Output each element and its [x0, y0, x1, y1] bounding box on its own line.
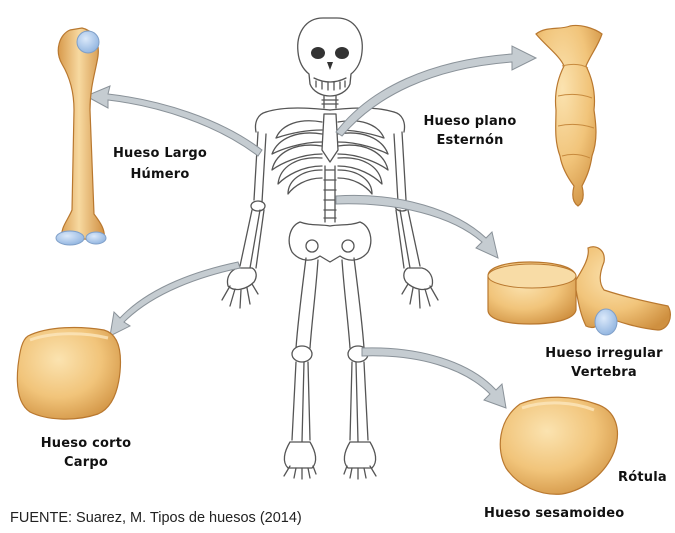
long-bone-name: Húmero [104, 167, 216, 182]
flat-bone-label: Hueso plano Esternón [418, 114, 522, 148]
short-bone-name: Carpo [34, 455, 138, 470]
pelvis [289, 222, 371, 262]
irregular-bone-type: Hueso irregular [534, 346, 674, 361]
sternum-bone [536, 25, 602, 206]
irregular-bone-label: Hueso irregular Vertebra [534, 346, 674, 380]
flat-bone-name: Esternón [418, 133, 522, 148]
long-bone-label: Hueso Largo Húmero [104, 146, 216, 182]
flat-bone-type: Hueso plano [418, 114, 522, 129]
carpal-bone [17, 328, 120, 420]
short-bone-label: Hueso corto Carpo [34, 436, 138, 470]
source-caption: FUENTE: Suarez, M. Tipos de huesos (2014… [10, 510, 302, 526]
long-bone-type: Hueso Largo [104, 146, 216, 161]
arrow-to-short-bone [110, 262, 240, 336]
irregular-bone-name: Vertebra [534, 365, 674, 380]
sesamoid-bone-name: Rótula [618, 470, 667, 485]
sesamoid-bone-type: Hueso sesamoideo [484, 506, 624, 521]
short-bone-type: Hueso corto [34, 436, 138, 451]
humerus-bone [56, 28, 106, 245]
patella-bone [500, 397, 617, 494]
arrow-to-sesamoid-bone [362, 348, 506, 408]
skull [298, 18, 363, 96]
vertebra-bone [488, 247, 670, 335]
